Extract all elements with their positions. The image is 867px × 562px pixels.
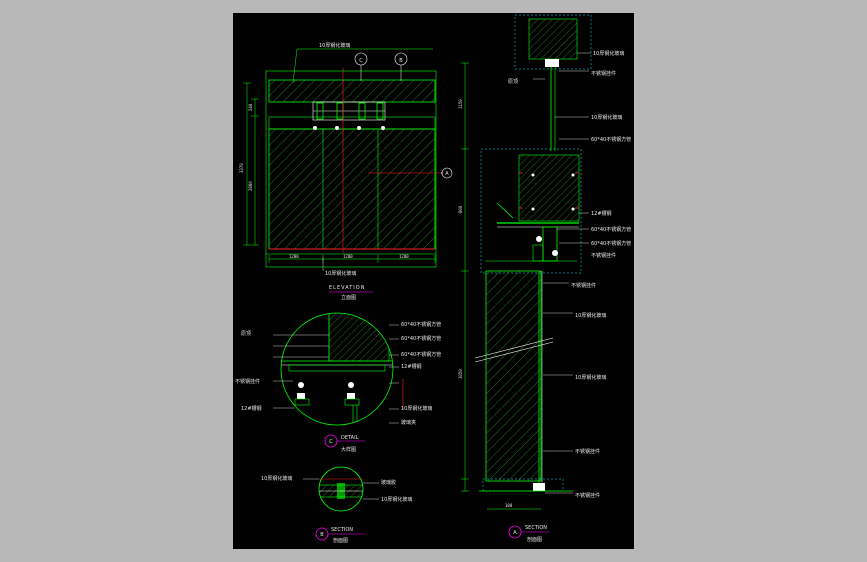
- label-glass-top: 10厚钢化玻璃: [319, 42, 350, 49]
- label-detail-stainless-3: 60*40不锈钢方管: [401, 351, 441, 358]
- marker-top-b: B: [399, 58, 403, 64]
- label-sec-floor-hanger: 不锈钢挂件: [575, 492, 600, 499]
- dim-w3: 1200: [399, 254, 409, 259]
- label-sec-glass-top: 10厚钢化玻璃: [593, 50, 624, 57]
- label-detail-stainless-2: 60*40不锈钢方管: [401, 335, 441, 342]
- dim-w2: 1200: [343, 254, 353, 259]
- label-detail-ceiling: 原顶: [241, 331, 251, 337]
- title-seca-cn: 剖面图: [527, 536, 542, 543]
- label-detail-hanger: 不锈钢挂件: [235, 378, 260, 385]
- dim-h-top: 240: [248, 103, 253, 111]
- dim-sec-top: 1150: [458, 99, 463, 109]
- label-secb-glass: 10厚钢化玻璃: [261, 475, 292, 482]
- detail-view: [280, 312, 404, 448]
- dim-w1: 1200: [289, 254, 299, 259]
- dim-h-glass: 2880: [248, 181, 253, 191]
- label-detail-clip: 玻璃夹: [401, 419, 416, 426]
- label-sec-hanger-2: 不锈钢挂件: [591, 252, 616, 259]
- label-sec-hanger-3: 不锈钢挂件: [571, 282, 596, 289]
- label-sec-stainless-3: 60*40不锈钢方管: [591, 240, 631, 247]
- marker-a: A: [513, 530, 517, 536]
- label-sec-channel: 12#槽钢: [591, 210, 612, 217]
- drawing-sheet: 10厚钢化玻璃 3370 240 2880 1200 1200 1200 10厚…: [233, 13, 634, 549]
- marker-b: B: [320, 532, 324, 538]
- label-sec-stainless-1: 60*40不锈钢方管: [591, 136, 631, 143]
- elevation-view: [243, 48, 453, 268]
- marker-side-a: A: [445, 171, 449, 177]
- label-sec-glass-4: 10厚钢化玻璃: [575, 374, 606, 381]
- title-elevation-en: ELEVATION: [329, 285, 365, 291]
- label-detail-channel-2: 12#槽钢: [241, 405, 262, 412]
- dim-sec-mid: 800: [458, 205, 463, 213]
- label-sec-glass-3: 10厚钢化玻璃: [575, 312, 606, 319]
- label-detail-stainless-1: 60*40不锈钢方管: [401, 321, 441, 328]
- dim-sec-base: 100: [505, 503, 513, 508]
- title-seca-en: SECTION: [525, 525, 547, 531]
- section-b-view: [315, 466, 365, 541]
- label-sec-base-hanger: 不锈钢挂件: [575, 448, 600, 455]
- marker-top-c: C: [359, 58, 363, 64]
- label-detail-glass: 10厚钢化玻璃: [401, 405, 432, 412]
- marker-c: C: [329, 439, 333, 445]
- label-secb-glass-2: 10厚钢化玻璃: [381, 496, 412, 503]
- title-secb-cn: 剖面图: [333, 537, 348, 544]
- ceiling-slab: [268, 79, 436, 103]
- label-sec-glass-2: 10厚钢化玻璃: [591, 114, 622, 121]
- label-sec-ceiling: 原顶: [508, 79, 518, 85]
- title-secb-en: SECTION: [331, 527, 353, 533]
- section-a-view: [461, 14, 592, 539]
- title-elevation-cn: 立面图: [341, 294, 356, 301]
- title-detail-cn: 大样图: [341, 446, 356, 453]
- cad-drawing: 10厚钢化玻璃 3370 240 2880 1200 1200 1200 10厚…: [235, 14, 631, 544]
- label-sec-hanger-top: 不锈钢挂件: [591, 70, 616, 77]
- glass-panel: [268, 128, 436, 250]
- label-sec-stainless-2: 60*40不锈钢方管: [591, 226, 631, 233]
- title-detail-en: DETAIL: [341, 435, 359, 441]
- label-glass-elev: 10厚钢化玻璃: [325, 270, 356, 277]
- dim-h-total: 3370: [239, 163, 244, 173]
- label-detail-channel: 12#槽钢: [401, 363, 422, 370]
- label-secb-glue: 玻璃胶: [381, 479, 396, 486]
- dim-sec-bottom: 1050: [458, 369, 463, 379]
